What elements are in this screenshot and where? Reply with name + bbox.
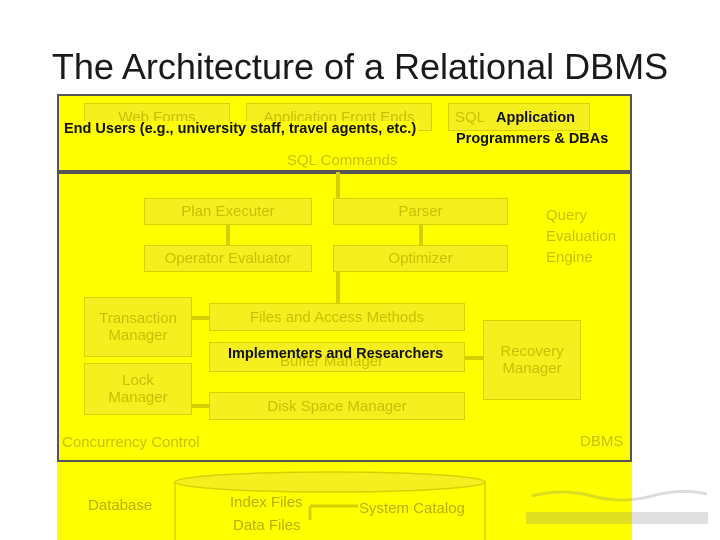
database-cylinder-icon <box>174 471 486 540</box>
dbms-label: DBMS <box>580 433 624 450</box>
recovery-manager-box: Recovery Manager <box>483 320 581 400</box>
slide-title: The Architecture of a Relational DBMS <box>51 46 669 87</box>
query-eval-engine-label: Query Evaluation Engine <box>546 205 616 268</box>
sql-interface-label: SQL <box>455 108 486 126</box>
files-access-box: Files and Access Methods <box>209 303 465 331</box>
lock-manager-box: Lock Manager <box>84 363 192 415</box>
sql-interface-box: SQL <box>448 103 590 131</box>
buffer-to-recovery-arrow <box>465 356 483 360</box>
sql-to-parser-arrow <box>336 172 340 198</box>
lock-to-disk-arrow <box>192 404 209 408</box>
query-eval-line2: Evaluation <box>546 228 617 245</box>
concurrency-control-label: Concurrency Control <box>62 434 200 451</box>
system-catalog-label: System Catalog <box>359 500 465 517</box>
operator-evaluator-box: Operator Evaluator <box>144 245 312 272</box>
app-programmers-line1: Application <box>496 110 575 126</box>
sql-commands-label: SQL Commands <box>287 152 398 169</box>
transaction-manager-line2: Manager <box>108 327 168 344</box>
files-access-label: Files and Access Methods <box>249 308 425 326</box>
query-eval-line3: Engine <box>546 249 593 266</box>
plan-to-operator-arrow <box>226 225 230 245</box>
transaction-manager-box: Transaction Manager <box>84 297 192 357</box>
buffer-manager-label: Buffer Manager <box>280 353 384 370</box>
carnegie-mellon-qatar-logo-icon <box>526 489 708 524</box>
plan-executer-label: Plan Executer <box>181 203 275 220</box>
index-files-label: Index Files <box>230 494 303 511</box>
transaction-manager-line1: Transaction <box>99 310 177 327</box>
parser-box: Parser <box>333 198 508 225</box>
optimizer-label: Optimizer <box>388 250 453 267</box>
end-users-label: End Users (e.g., university staff, trave… <box>62 121 419 137</box>
lock-manager-line2: Manager <box>108 389 168 406</box>
parser-label: Parser <box>398 203 443 220</box>
recovery-line2: Manager <box>502 360 562 377</box>
database-label: Database <box>88 497 153 514</box>
optimizer-box: Optimizer <box>333 245 508 272</box>
implementers-label: Implementers and Researchers <box>228 346 444 362</box>
transaction-to-files-arrow <box>192 316 209 320</box>
query-eval-line1: Query <box>546 207 587 224</box>
app-programmers-line2: Programmers & DBAs <box>456 131 609 147</box>
disk-space-box: Disk Space Manager <box>209 392 465 420</box>
engine-to-files-arrow <box>336 272 340 303</box>
parser-to-optimizer-arrow <box>419 225 423 245</box>
disk-space-label: Disk Space Manager <box>267 397 407 415</box>
recovery-line1: Recovery <box>500 343 564 360</box>
data-files-label: Data Files <box>233 517 301 534</box>
plan-executer-box: Plan Executer <box>144 198 312 225</box>
buffer-manager-box: Buffer Manager <box>209 342 465 372</box>
lock-manager-line1: Lock <box>122 372 154 389</box>
operator-evaluator-label: Operator Evaluator <box>164 250 292 267</box>
